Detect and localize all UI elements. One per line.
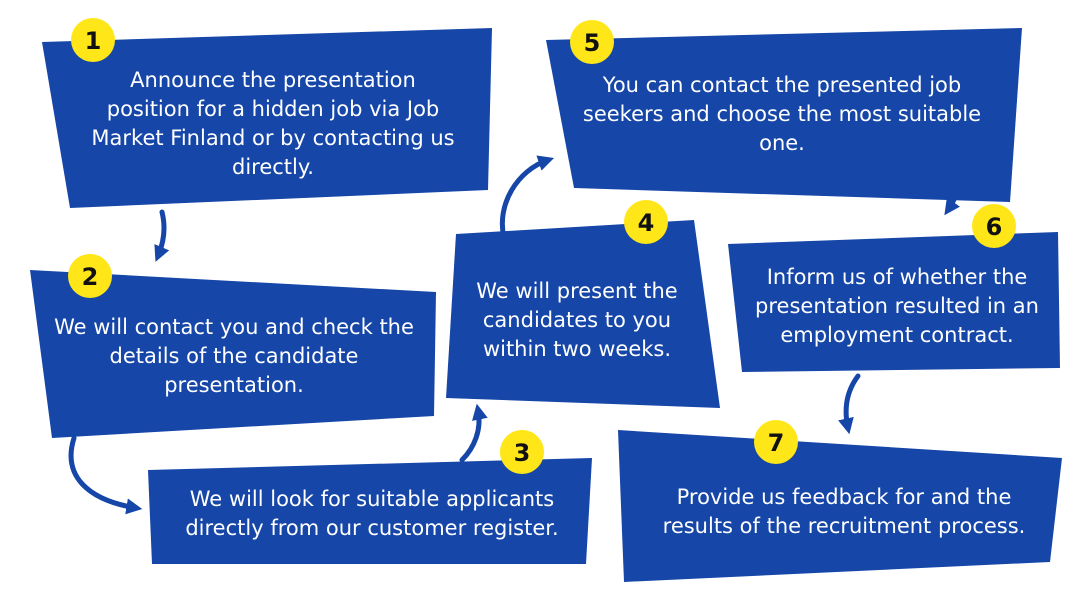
step-3-number: 3 [514,439,531,467]
step-6-panel [728,232,1060,372]
step-3-badge: 3 [500,430,544,474]
step-2-badge: 2 [68,254,112,298]
arrow-1-to-2 [154,209,170,262]
step-1-panel [42,28,492,208]
step-2-number: 2 [82,263,99,291]
step-2-text: We will contact you and check the detail… [54,314,414,397]
step-4-text: We will present the candidates to you wi… [476,278,678,361]
step-6-badge: 6 [972,204,1016,248]
step-1-number: 1 [85,27,102,55]
step-5-number: 5 [584,29,601,57]
step-7-badge: 7 [754,420,798,464]
step-1-text: Announce the presentation position for a… [91,68,455,179]
step-2-panel [30,270,436,438]
step-3-text: We will look for suitable applicants dir… [185,487,559,540]
step-5-panel [546,28,1022,202]
step-7-number: 7 [768,429,785,457]
step-3-panel [148,458,592,564]
step-7-text: Provide us feedback for and the results … [662,485,1026,538]
step-4-panel [446,220,720,408]
step-4-badge: 4 [624,200,668,244]
step-6-number: 6 [986,213,1003,241]
step-5-text: You can contact the presented job seeker… [582,72,982,155]
step-5-badge: 5 [570,20,614,64]
step-7-panel [618,430,1062,582]
arrow-4-to-5 [499,155,555,241]
arrow-5-to-6 [923,121,963,216]
arrow-2-to-3 [68,435,143,515]
arrow-3-to-4 [459,403,488,463]
arrow-6-to-7 [838,373,861,435]
step-6-text: Inform us of whether the presentation re… [755,264,1039,347]
step-1-badge: 1 [71,18,115,62]
step-4-number: 4 [638,209,655,237]
